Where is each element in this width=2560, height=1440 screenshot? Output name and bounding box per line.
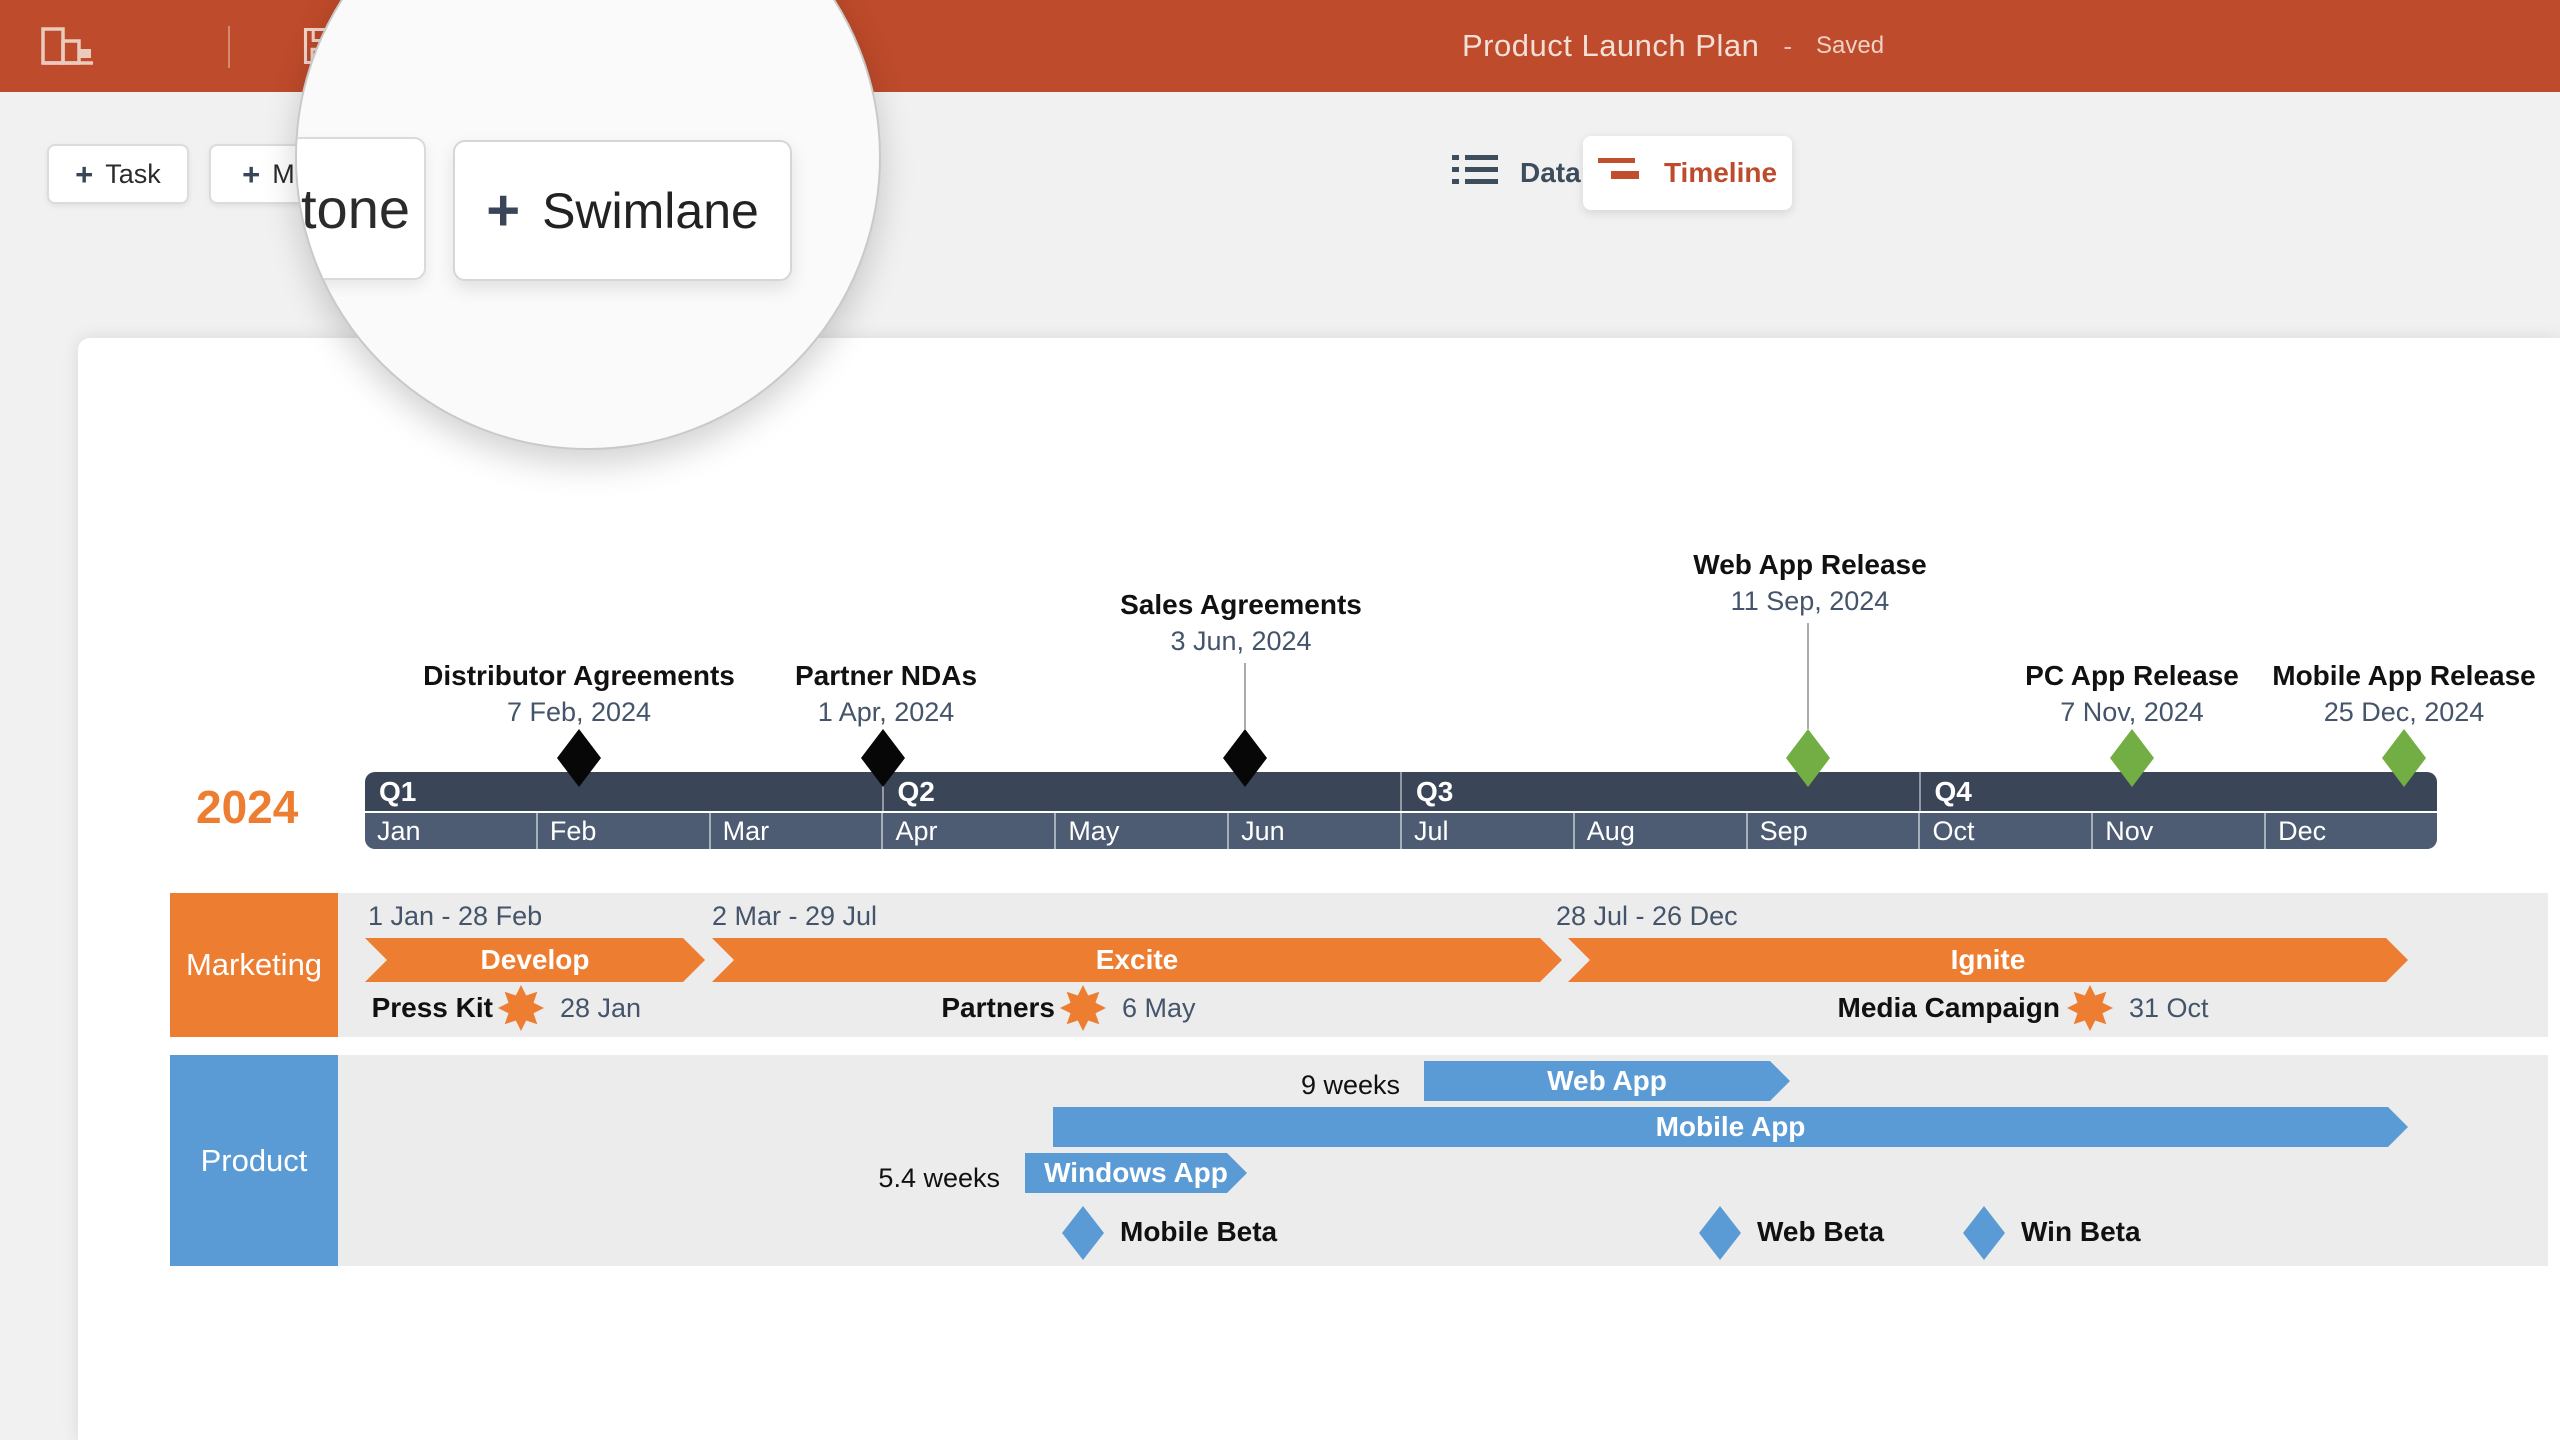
magnifier-circle: tone + Swimlane (295, 0, 881, 450)
document-title[interactable]: Product Launch Plan (1462, 28, 1760, 63)
quarter-cell: Q3 (1400, 772, 1919, 811)
header-divider (228, 26, 230, 68)
quarter-cell: Q2 (881, 772, 1401, 811)
milestone-leader-line (1807, 623, 1809, 729)
milestone-date: 11 Sep, 2024 (1730, 586, 1890, 616)
add-milestone-button-zoomed[interactable]: tone (297, 137, 426, 280)
add-task-button[interactable]: + Task (47, 144, 189, 204)
plus-icon: + (75, 156, 94, 192)
quarter-cell: Q4 (1918, 772, 2438, 811)
task-bar-label: Ignite (1950, 944, 2026, 975)
lane-milestone-date: 6 May (1122, 993, 1196, 1023)
month-band[interactable]: Jan Feb Mar Apr May Jun Jul Aug Sep Oct … (365, 813, 2437, 849)
month-cell: Jun (1227, 813, 1400, 849)
milestone-star-icon[interactable] (498, 985, 544, 1031)
month-cell: Jan (377, 815, 421, 846)
task-bar-label: Excite (1095, 944, 1179, 975)
lane-milestone-date: 31 Oct (2129, 993, 2209, 1023)
lane-milestone-label: Win Beta (2021, 1216, 2141, 1247)
add-swimlane-button-zoomed[interactable]: + Swimlane (453, 140, 792, 281)
chart-sheet (78, 338, 2560, 1440)
product-lane-label[interactable]: Product (170, 1055, 338, 1266)
task-date-range: 1 Jan - 28 Feb (368, 901, 543, 931)
lane-name: Marketing (185, 947, 323, 982)
milestone-star-icon[interactable] (1060, 985, 1106, 1031)
task-date-range: 28 Jul - 26 Dec (1556, 901, 1738, 931)
task-bar-label: Web App (1547, 1065, 1667, 1096)
milestone-title[interactable]: Mobile App Release (2272, 660, 2536, 691)
data-view-label: Data (1520, 157, 1581, 188)
timeline-view-button[interactable]: Timeline (1583, 136, 1792, 210)
month-cell: Mar (708, 813, 882, 849)
task-bar-windows-app[interactable]: Windows App (1025, 1153, 1247, 1193)
marketing-lane-label[interactable]: Marketing (170, 893, 338, 1037)
milestone-star-icon[interactable] (2067, 985, 2113, 1031)
month-cell: Dec (2264, 813, 2437, 849)
milestone-date: 1 Apr, 2024 (817, 697, 955, 727)
list-icon (1452, 153, 1498, 194)
add-milestone-label-fragment: tone (301, 177, 410, 240)
add-task-label: Task (105, 158, 161, 189)
task-bar-mobile-app[interactable]: Mobile App (1053, 1107, 2408, 1147)
quarter-band[interactable]: Q1 Q2 Q3 Q4 (365, 772, 2437, 811)
year-label[interactable]: 2024 (196, 781, 299, 833)
plus-icon: + (242, 156, 261, 192)
milestone-date: 3 Jun, 2024 (1170, 626, 1312, 656)
quarter-cell: Q1 (379, 775, 417, 807)
task-bar-develop[interactable]: Develop (365, 938, 705, 982)
task-bar-ignite[interactable]: Ignite (1568, 938, 2408, 982)
lane-milestone-label: Mobile Beta (1120, 1216, 1278, 1247)
task-bar-web-app[interactable]: Web App (1424, 1061, 1790, 1101)
month-cell: May (1054, 813, 1227, 849)
month-cell: Nov (2091, 813, 2264, 849)
month-cell: Feb (535, 813, 709, 849)
month-cell: Jul (1399, 813, 1573, 849)
task-duration-label: 5.4 weeks (878, 1163, 1000, 1193)
milestone-title[interactable]: Distributor Agreements (423, 660, 735, 691)
app-logo-icon[interactable] (40, 0, 98, 92)
task-date-range: 2 Mar - 29 Jul (712, 901, 878, 931)
milestone-leader-line (1244, 663, 1246, 729)
lane-milestone-label: Media Campaign (1837, 992, 2060, 1023)
plus-icon: + (486, 177, 521, 243)
save-status: Saved (1815, 32, 1885, 59)
task-duration-label: 9 weeks (1300, 1070, 1400, 1100)
task-bar-label: Mobile App (1655, 1111, 1806, 1142)
task-bar-label: Develop (480, 944, 590, 975)
month-cell: Apr (881, 813, 1054, 849)
title-separator: - (1783, 30, 1792, 61)
data-view-button[interactable]: Data (1452, 136, 1581, 210)
lane-milestone-label: Press Kit (371, 992, 493, 1023)
lane-milestone-date: 28 Jan (560, 993, 642, 1023)
document-title-group: Product Launch Plan - Saved (1462, 0, 1884, 92)
milestone-date: 7 Nov, 2024 (2060, 697, 2204, 727)
lane-name: Product (200, 1142, 308, 1178)
timeline-view-label: Timeline (1663, 157, 1778, 188)
gantt-bars-icon (1597, 154, 1646, 193)
lane-milestone-label: Partners (941, 992, 1055, 1023)
milestone-date: 7 Feb, 2024 (506, 697, 652, 727)
milestone-title[interactable]: Partner NDAs (794, 660, 978, 691)
add-swimlane-label: Swimlane (542, 182, 759, 239)
milestone-date: 25 Dec, 2024 (2323, 697, 2485, 727)
task-bar-excite[interactable]: Excite (712, 938, 1562, 982)
milestone-title[interactable]: Web App Release (1693, 549, 1927, 580)
milestone-title[interactable]: PC App Release (2025, 660, 2239, 691)
month-cell: Sep (1745, 813, 1919, 849)
month-cell: Aug (1572, 813, 1746, 849)
lane-milestone-label: Web Beta (1757, 1216, 1885, 1247)
month-cell: Oct (1918, 813, 2091, 849)
task-bar-label: Windows App (1044, 1157, 1228, 1188)
milestone-title[interactable]: Sales Agreements (1120, 589, 1362, 620)
